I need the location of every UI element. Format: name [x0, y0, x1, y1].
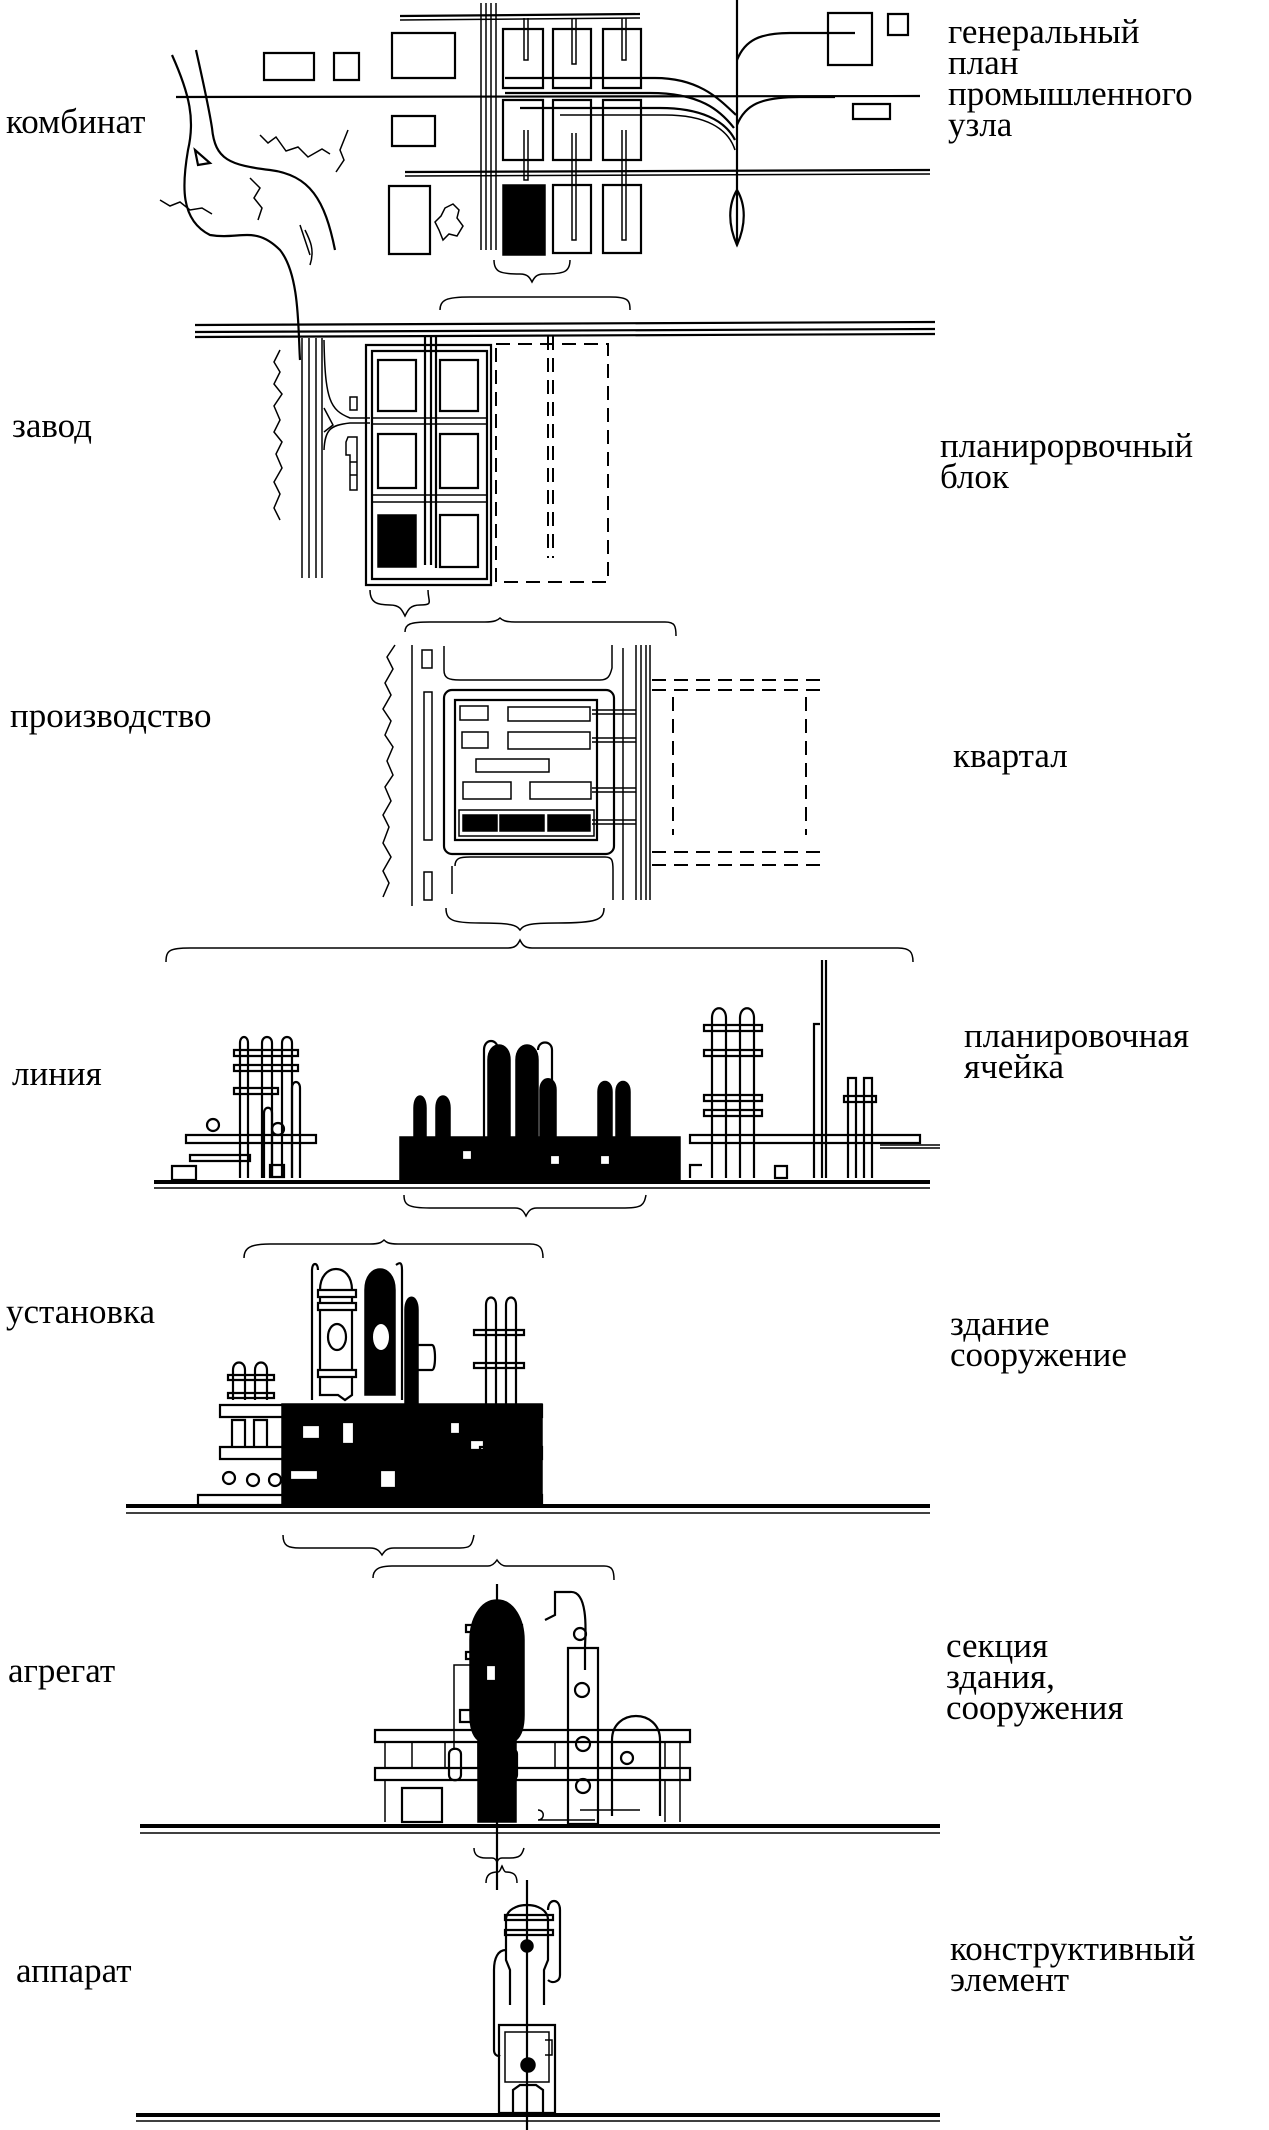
level-label-kombinat: комбинат: [6, 102, 146, 141]
level-label-structural-element: конструктивный элемент: [950, 1929, 1196, 1999]
highlighted-production: [378, 515, 416, 567]
road-top: [195, 322, 935, 325]
brace: [370, 590, 429, 616]
highlighted-plant: [503, 185, 545, 255]
brace: [440, 297, 630, 310]
level-label-proizvodstvo: производство: [10, 696, 212, 735]
level-label-apparat: аппарат: [16, 1951, 132, 1990]
drawing-installation-elevation: [126, 1240, 930, 1555]
brace: [405, 618, 676, 636]
building: [264, 53, 314, 80]
road-top: [400, 14, 640, 16]
highlighted-installation: [400, 1041, 680, 1182]
level-label-kvartal: квартал: [953, 736, 1068, 775]
level-label-liniya: линия: [12, 1054, 102, 1093]
vegetation: [274, 350, 282, 520]
drawing-production-line-elevation: [154, 940, 940, 1216]
river: [172, 55, 300, 360]
level-label-agregat: агрегат: [8, 1651, 116, 1690]
level-label-planning-block: планирорвочный блок: [940, 426, 1194, 496]
level-label-building: здание сооружение: [950, 1304, 1127, 1374]
brace: [244, 1240, 543, 1258]
highlighted-unit: [282, 1404, 542, 1504]
brace: [494, 260, 570, 282]
brace: [486, 1866, 517, 1883]
drawing-industrial-node-master-plan: [160, 0, 930, 360]
level-label-section: секция здания, сооружения: [946, 1626, 1124, 1727]
brace: [446, 908, 604, 930]
brace: [404, 1195, 646, 1216]
level-label-ustanovka: установка: [6, 1292, 156, 1331]
vegetation: [260, 130, 348, 172]
brace: [474, 1848, 524, 1862]
level-label-planning-cell: планировочная ячейка: [964, 1016, 1190, 1086]
drawing-apparatus-elevation: [136, 1866, 940, 2130]
drawing-plant-planning-block: [195, 297, 935, 616]
level-label-general-plan: генеральный план промышленного узла: [948, 12, 1193, 144]
drawing-unit-elevation: [140, 1560, 940, 1890]
brace: [373, 1560, 614, 1580]
road-lower: [405, 170, 930, 172]
highlighted-line: [463, 815, 497, 831]
level-label-zavod: завод: [12, 406, 92, 445]
vegetation: [383, 645, 395, 897]
brace: [166, 940, 913, 962]
drawing-production-quarter: [383, 618, 825, 930]
brace: [283, 1535, 474, 1555]
